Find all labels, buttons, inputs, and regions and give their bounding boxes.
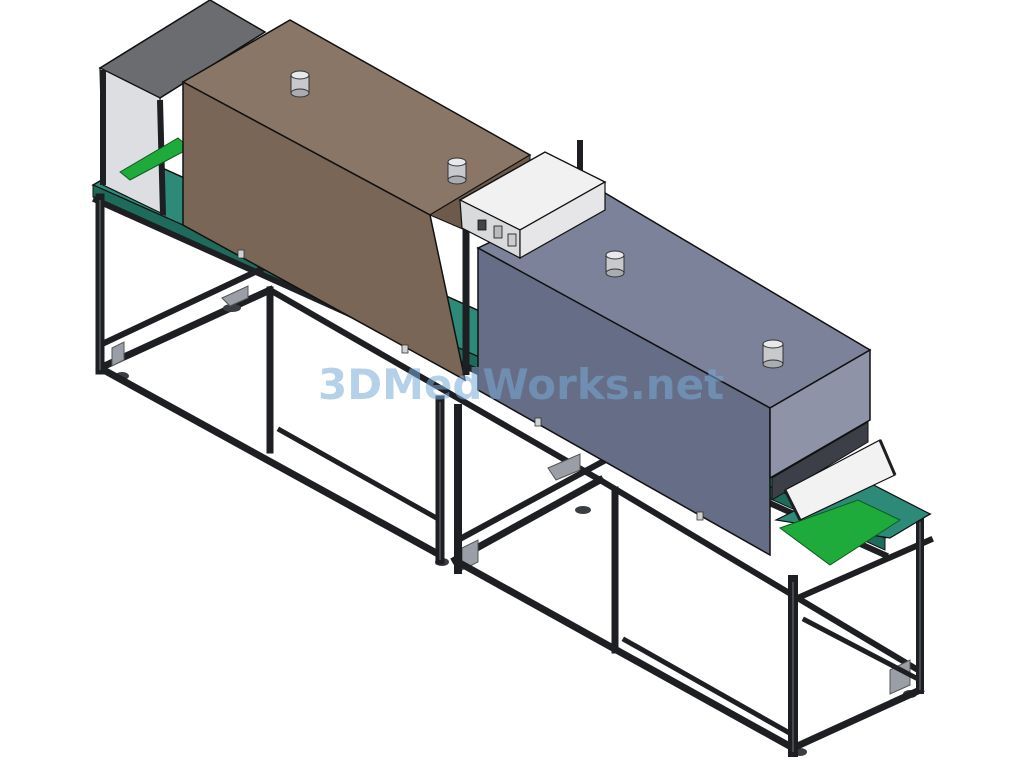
exhaust-port-icon	[762, 339, 784, 369]
control-box-icon	[458, 151, 607, 260]
frame-highlights	[99, 200, 921, 752]
exit-conveyor	[774, 439, 932, 566]
exhaust-port-icon	[447, 157, 467, 185]
exhaust-port-icon	[605, 250, 625, 278]
oven-module-right	[476, 189, 872, 557]
exhaust-port-icon	[290, 70, 310, 98]
